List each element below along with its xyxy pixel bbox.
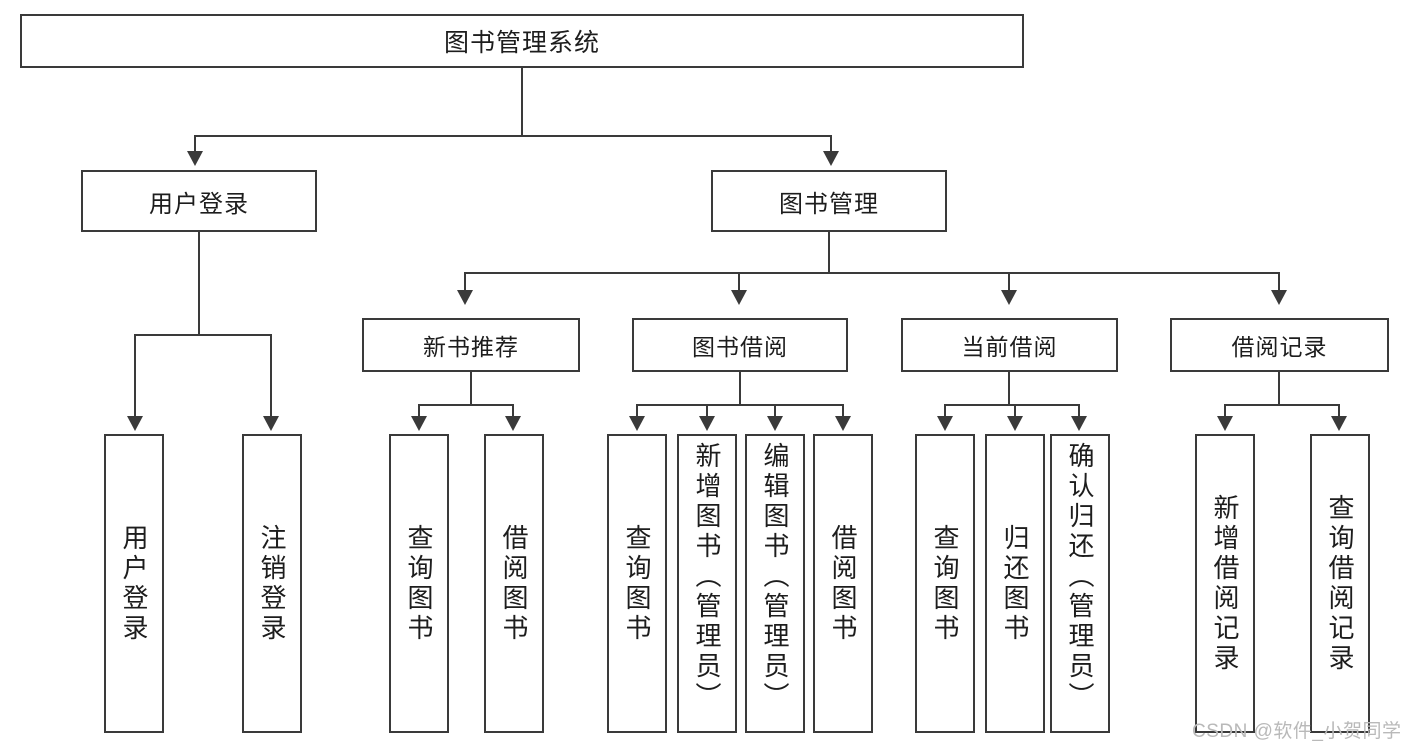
node-user-login[interactable]: 用户登录 [81,170,317,232]
connector-books-to-new [464,272,466,292]
arrow-current-to-leaf1 [937,416,953,431]
connector-login-stem [198,232,200,336]
connector-borrow-to-leaf1 [636,404,638,418]
arrow-books-to-current [1001,290,1017,305]
connector-root-stem [521,68,523,136]
arrow-current-to-leaf2 [1007,416,1023,431]
connector-recommend-to-leaf1 [418,404,420,418]
leaf-borrow-book[interactable]: 借阅图书 [813,434,873,733]
node-label: 当前借阅 [961,334,1058,360]
connector-recommend-bus [418,404,514,406]
connector-borrow-stem [739,372,741,406]
connector-record-bus [1224,404,1340,406]
connector-borrow-to-leaf2 [706,404,708,418]
node-label: 借阅图书 [828,523,858,644]
leaf-user-login[interactable]: 用户登录 [104,434,164,733]
connector-login-to-leaf2 [270,334,272,418]
node-label: 图书管理 [779,190,879,218]
arrow-borrow-to-leaf4 [835,416,851,431]
connector-borrow-to-leaf3 [774,404,776,418]
connector-current-bus [944,404,1080,406]
node-label: 图书管理系统 [443,29,600,57]
arrow-login-to-leaf2 [263,416,279,431]
leaf-return-book[interactable]: 归还图书 [985,434,1045,733]
arrow-current-to-leaf3 [1071,416,1087,431]
node-label: 查询图书 [930,523,960,644]
arrow-books-to-new [457,290,473,305]
node-borrow-record[interactable]: 借阅记录 [1170,318,1389,372]
arrow-record-to-leaf1 [1217,416,1233,431]
arrow-books-to-borrow [731,290,747,305]
node-root-system[interactable]: 图书管理系统 [20,14,1024,68]
connector-current-to-leaf2 [1014,404,1016,418]
connector-login-to-leaf1 [134,334,136,418]
arrow-books-to-record [1271,290,1287,305]
node-label: 用户登录 [149,190,249,218]
arrow-borrow-to-leaf3 [767,416,783,431]
node-label: 确认归还（管理员） [1065,442,1095,712]
node-book-management[interactable]: 图书管理 [711,170,947,232]
connector-login-bus [134,334,272,336]
node-label: 新增借阅记录 [1210,493,1240,674]
arrow-login-to-leaf1 [127,416,143,431]
node-label: 注销登录 [257,523,287,644]
leaf-add-borrow-record[interactable]: 新增借阅记录 [1195,434,1255,733]
connector-record-to-leaf1 [1224,404,1226,418]
connector-borrow-bus [636,404,843,406]
arrow-root-to-books [823,151,839,166]
connector-books-to-record [1278,272,1280,292]
arrow-recommend-to-leaf2 [505,416,521,431]
connector-current-to-leaf1 [944,404,946,418]
node-label: 查询图书 [622,523,652,644]
node-label: 图书借阅 [692,334,788,360]
node-label: 新书推荐 [423,334,519,360]
node-label: 用户登录 [119,523,149,644]
connector-current-to-leaf3 [1078,404,1080,418]
connector-record-to-leaf2 [1338,404,1340,418]
leaf-query-book-current[interactable]: 查询图书 [915,434,975,733]
connector-books-to-borrow [738,272,740,292]
leaf-query-borrow-record[interactable]: 查询借阅记录 [1310,434,1370,733]
leaf-confirm-return-admin[interactable]: 确认归还（管理员） [1050,434,1110,733]
node-label: 新增图书（管理员） [692,442,722,712]
node-label: 借阅记录 [1231,334,1328,360]
node-label: 查询借阅记录 [1325,493,1355,674]
arrow-record-to-leaf2 [1331,416,1347,431]
connector-root-bus [194,135,832,137]
connector-borrow-to-leaf4 [842,404,844,418]
node-book-borrow[interactable]: 图书借阅 [632,318,848,372]
connector-record-stem [1278,372,1280,406]
leaf-query-book[interactable]: 查询图书 [607,434,667,733]
leaf-borrow-book-recommend[interactable]: 借阅图书 [484,434,544,733]
arrow-root-to-login [187,151,203,166]
connector-recommend-stem [470,372,472,406]
leaf-logout[interactable]: 注销登录 [242,434,302,733]
connector-books-to-current [1008,272,1010,292]
arrow-borrow-to-leaf2 [699,416,715,431]
node-label: 归还图书 [1000,523,1030,644]
arrow-recommend-to-leaf1 [411,416,427,431]
connector-books-bus [464,272,1280,274]
connector-books-stem [828,232,830,274]
connector-root-to-login [194,135,196,153]
leaf-query-book-recommend[interactable]: 查询图书 [389,434,449,733]
node-label: 编辑图书（管理员） [760,442,790,712]
leaf-add-book-admin[interactable]: 新增图书（管理员） [677,434,737,733]
leaf-edit-book-admin[interactable]: 编辑图书（管理员） [745,434,805,733]
connector-recommend-to-leaf2 [512,404,514,418]
connector-current-stem [1008,372,1010,406]
node-current-borrow[interactable]: 当前借阅 [901,318,1118,372]
arrow-borrow-to-leaf1 [629,416,645,431]
node-label: 查询图书 [404,523,434,644]
node-new-book-recommend[interactable]: 新书推荐 [362,318,580,372]
node-label: 借阅图书 [499,523,529,644]
connector-root-to-books [830,135,832,153]
